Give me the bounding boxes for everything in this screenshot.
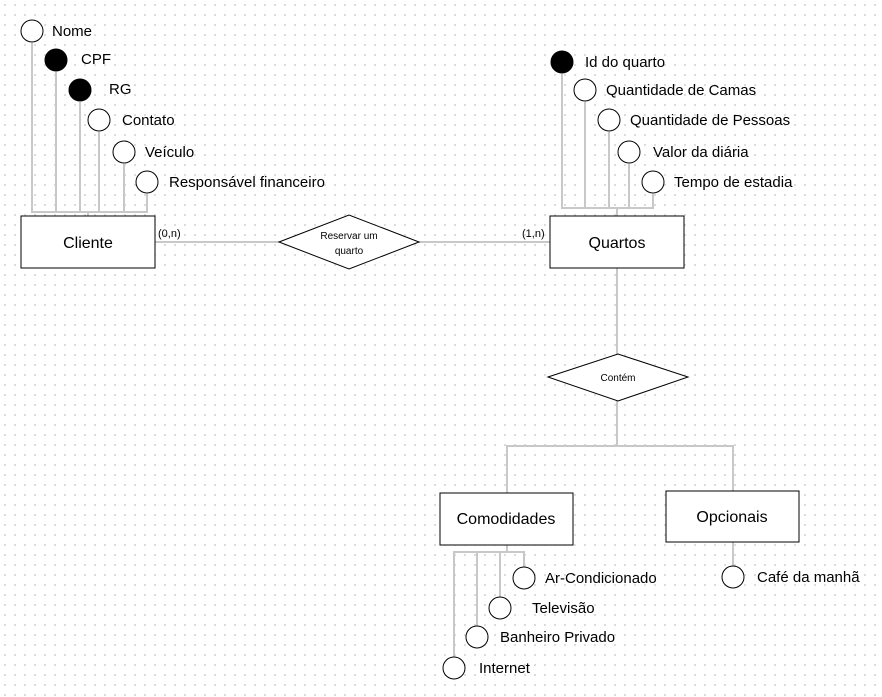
attribute-id-do-quarto[interactable]: Id do quarto: [550, 50, 665, 74]
attribute-label: Quantidade de Pessoas: [630, 112, 790, 129]
attribute-circle-open: [573, 78, 597, 102]
relationship-reservar-um-quarto[interactable]: Reservar um quarto: [277, 214, 421, 270]
attribute-circle-key: [68, 78, 92, 102]
comodidades-attributes: Ar-Condicionado Televisão Banheiro Priva…: [442, 566, 657, 680]
attribute-contato[interactable]: Contato: [87, 108, 175, 132]
entity-cliente[interactable]: Cliente: [20, 215, 156, 269]
quartos-attribute-connectors: [561, 74, 654, 216]
attribute-circle-open: [87, 108, 111, 132]
relationship-reservar-label-line2: quarto: [335, 246, 364, 257]
attribute-cpf[interactable]: CPF: [44, 48, 111, 72]
attribute-tempo-de-estadia[interactable]: Tempo de estadia: [641, 170, 793, 194]
attribute-circle-open: [617, 140, 641, 164]
cardinality-cliente: (0,n): [158, 228, 181, 240]
relationship-reservar-label-line1: Reservar um: [320, 231, 377, 242]
attribute-label: Nome: [52, 23, 92, 40]
attribute-cafe-da-manha[interactable]: Café da manhã: [721, 565, 860, 589]
entity-quartos[interactable]: Quartos: [549, 215, 685, 269]
attribute-circle-open: [721, 565, 745, 589]
cliente-attribute-connectors: [31, 43, 148, 218]
attribute-circle-open: [442, 656, 466, 680]
attribute-label: Banheiro Privado: [500, 629, 615, 646]
entity-quartos-label: Quartos: [589, 235, 646, 252]
cliente-attributes: Nome CPF RG Contato Veículo Responsável …: [20, 19, 325, 194]
attribute-circle-open: [512, 566, 536, 590]
attribute-label: Café da manhã: [757, 569, 860, 586]
attribute-label: CPF: [81, 51, 111, 68]
attribute-circle-open: [20, 19, 44, 43]
attribute-label: Televisão: [532, 600, 595, 617]
attribute-circle-open: [465, 625, 489, 649]
opcionais-attributes: Café da manhã: [721, 565, 860, 589]
entity-opcionais-label: Opcionais: [696, 509, 767, 526]
attribute-circle-open: [112, 140, 136, 164]
attribute-label: Id do quarto: [585, 54, 665, 71]
relationship-contem[interactable]: Contém: [546, 353, 690, 402]
attribute-televisao[interactable]: Televisão: [488, 596, 595, 620]
cardinality-quartos: (1,n): [522, 228, 545, 240]
attribute-valor-da-diaria[interactable]: Valor da diária: [617, 140, 749, 164]
attribute-label: Ar-Condicionado: [545, 570, 657, 587]
quartos-attributes: Id do quarto Quantidade de Camas Quantid…: [550, 50, 793, 194]
attribute-label: Tempo de estadia: [674, 174, 793, 191]
attribute-nome[interactable]: Nome: [20, 19, 92, 43]
attribute-label: Responsável financeiro: [169, 174, 325, 191]
attribute-circle-open: [597, 108, 621, 132]
entity-comodidades[interactable]: Comodidades: [439, 492, 574, 546]
attribute-quantidade-de-pessoas[interactable]: Quantidade de Pessoas: [597, 108, 790, 132]
attribute-label: Valor da diária: [653, 144, 749, 161]
attribute-circle-key: [550, 50, 574, 74]
attribute-veiculo[interactable]: Veículo: [112, 140, 194, 164]
attribute-circle-open: [135, 170, 159, 194]
attribute-label: Quantidade de Camas: [606, 82, 756, 99]
attribute-label: RG: [109, 81, 132, 98]
entity-comodidades-label: Comodidades: [457, 511, 556, 528]
attribute-ar-condicionado[interactable]: Ar-Condicionado: [512, 566, 657, 590]
attribute-banheiro-privado[interactable]: Banheiro Privado: [465, 625, 615, 649]
attribute-internet[interactable]: Internet: [442, 656, 531, 680]
attribute-responsavel-financeiro[interactable]: Responsável financeiro: [135, 170, 325, 194]
attribute-circle-key: [44, 48, 68, 72]
attribute-quantidade-de-camas[interactable]: Quantidade de Camas: [573, 78, 756, 102]
attribute-label: Veículo: [145, 144, 194, 161]
attribute-circle-open: [641, 170, 665, 194]
attribute-label: Contato: [122, 112, 175, 129]
attribute-label: Internet: [479, 660, 531, 677]
attribute-circle-open: [488, 596, 512, 620]
attribute-rg[interactable]: RG: [68, 78, 132, 102]
relationship-contem-label: Contém: [600, 373, 635, 384]
comodidades-attribute-connectors: [453, 545, 525, 657]
entity-cliente-label: Cliente: [63, 235, 113, 252]
entity-opcionais[interactable]: Opcionais: [665, 490, 800, 543]
relationship-connectors: [155, 241, 734, 493]
